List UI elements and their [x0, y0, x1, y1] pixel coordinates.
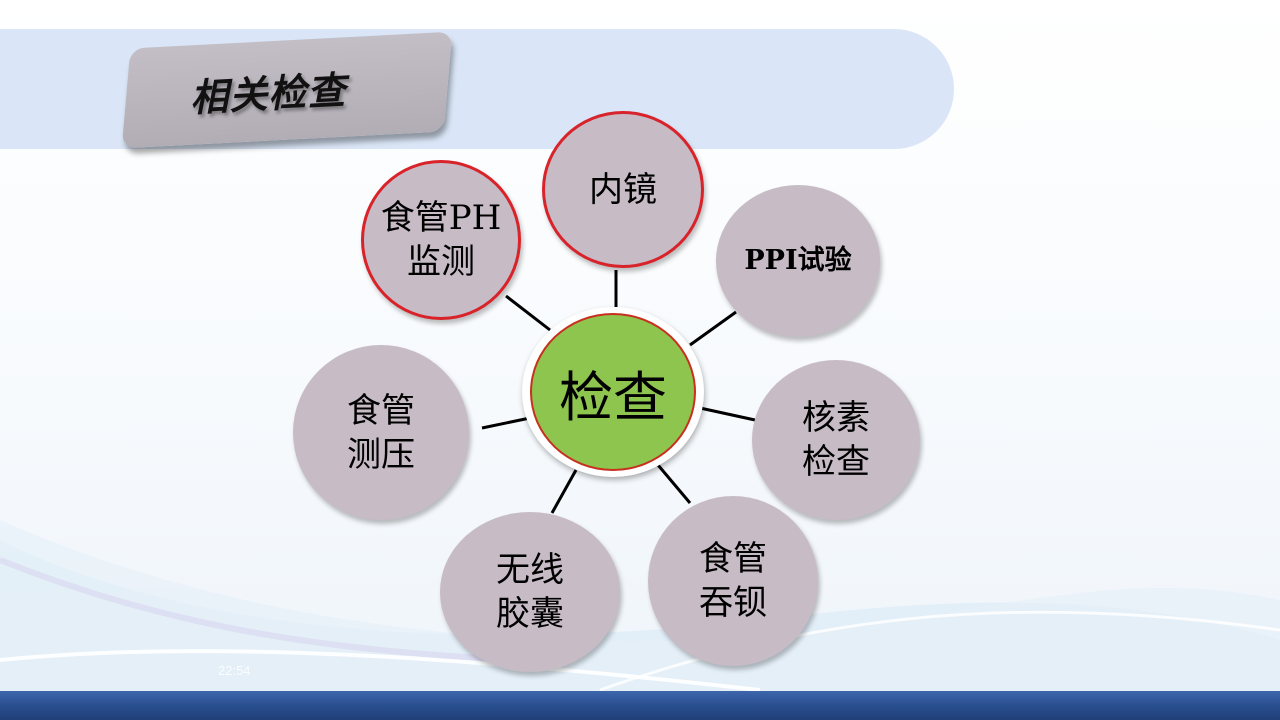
node-label: 检查	[802, 442, 870, 482]
node-label: 监测	[407, 242, 475, 282]
node-nuclide-scan: 核素 检查	[752, 360, 920, 520]
node-label: PPI试验	[744, 245, 852, 276]
node-ppi-test: PPI试验	[716, 185, 880, 337]
node-manometry: 食管 测压	[293, 345, 469, 520]
node-wireless-capsule: 无线 胶囊	[440, 512, 620, 672]
node-label: 测压	[347, 434, 415, 475]
timestamp: 22:54	[218, 663, 251, 678]
node-label: 食管PH	[380, 198, 502, 238]
center-label: 检查	[559, 365, 667, 429]
node-label: 无线	[496, 550, 564, 590]
node-ph-monitoring: 食管PH 监测	[361, 160, 521, 320]
node-label: 食管	[699, 539, 767, 579]
node-endoscopy: 内镜	[542, 111, 704, 268]
node-label: 核素	[802, 398, 870, 438]
node-label: 内镜	[589, 169, 657, 210]
node-label: 食管	[347, 390, 415, 431]
node-label: 胶囊	[496, 594, 564, 634]
center-node: 检查	[530, 313, 696, 471]
node-label: 吞钡	[699, 583, 767, 623]
node-barium-swallow: 食管 吞钡	[648, 496, 818, 666]
footer-bar	[0, 691, 1280, 720]
